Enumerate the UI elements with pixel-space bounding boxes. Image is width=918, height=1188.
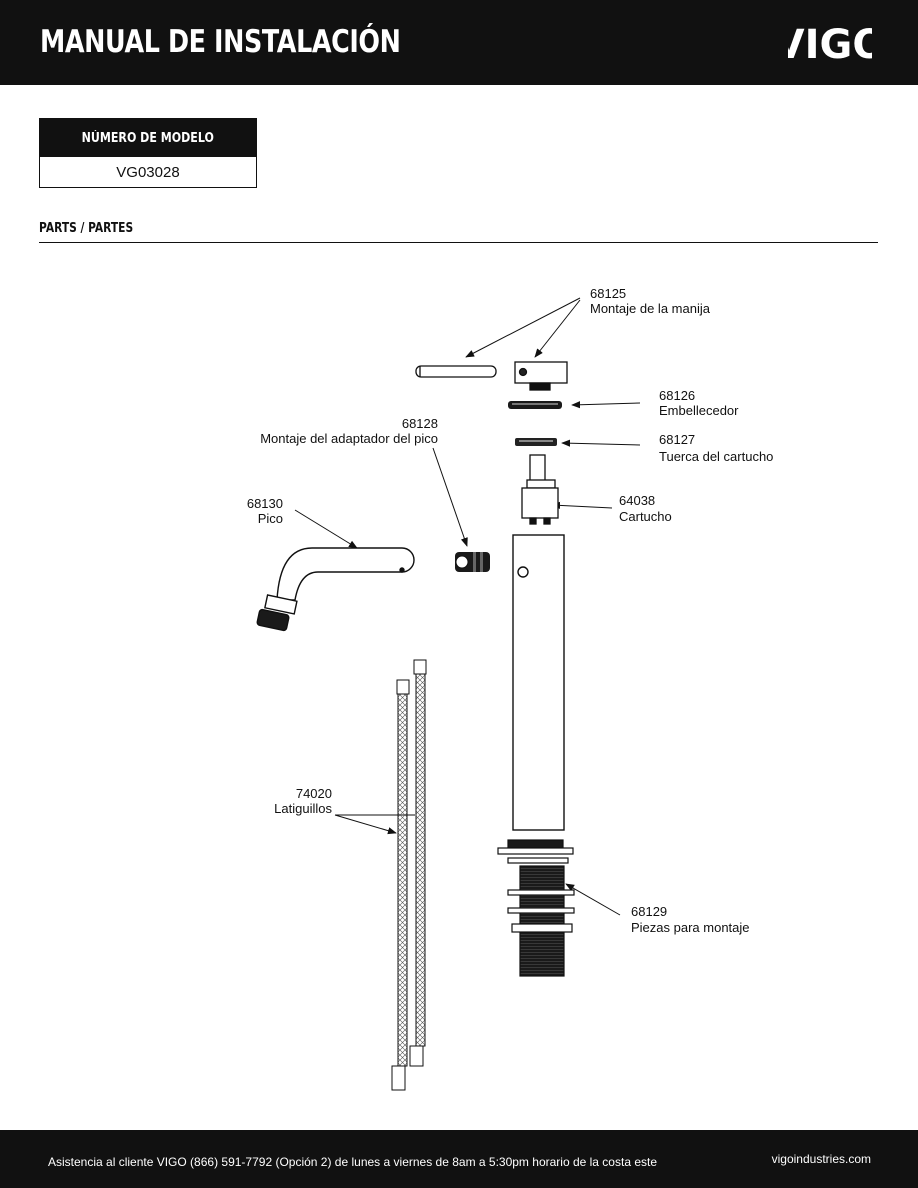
leader-lines (294, 297, 641, 916)
faucet-body-drawing (512, 534, 565, 831)
page-footer: Asistencia al cliente VIGO (866) 591-779… (0, 1130, 918, 1188)
part-name: Montaje de la manija (590, 301, 711, 316)
parts-diagram: 68125 Montaje de la manija 68126 Embelle… (247, 286, 773, 1091)
model-number-label: NÚMERO DE MODELO (40, 119, 256, 157)
part-name: Latiguillos (274, 801, 332, 816)
vigo-logo: VIGO (788, 22, 872, 68)
part-name: Montaje del adaptador del pico (260, 431, 438, 446)
model-number-value: VG03028 (116, 163, 180, 181)
hoses-drawing (391, 659, 427, 1091)
part-name: Pico (258, 511, 283, 526)
part-number: 64038 (619, 493, 655, 508)
cartridge-nut-drawing (515, 438, 557, 446)
part-name: Cartucho (619, 509, 672, 524)
spout-drawing (256, 547, 415, 632)
part-number: 74020 (296, 786, 332, 801)
part-number: 68129 (631, 904, 667, 919)
part-label-68129: 68129 Piezas para montaje (631, 904, 750, 935)
part-number: 68128 (402, 416, 438, 431)
part-label-68128: 68128 Montaje del adaptador del pico (260, 416, 438, 446)
trim-ring-drawing (508, 401, 562, 409)
page-header: MANUAL DE INSTALACIÓN VIGO (0, 0, 918, 85)
customer-support-text: Asistencia al cliente VIGO (866) 591-779… (48, 1155, 658, 1169)
website-link[interactable]: vigoindustries.com (771, 1152, 871, 1166)
page-title: MANUAL DE INSTALACIÓN (40, 24, 401, 60)
part-label-68130: 68130 Pico (247, 496, 283, 526)
part-label-68127: 68127 Tuerca del cartucho (659, 432, 773, 464)
section-divider (39, 242, 878, 243)
part-name: Tuerca del cartucho (659, 449, 773, 464)
cartridge-drawing (521, 454, 559, 525)
part-number: 68127 (659, 432, 695, 447)
parts-section-title: PARTS / PARTES (39, 221, 134, 236)
part-number: 68126 (659, 388, 695, 403)
part-number: 68130 (247, 496, 283, 511)
mounting-hardware-drawing (497, 839, 575, 977)
logo-text: VIGO (788, 22, 872, 68)
part-label-68125: 68125 Montaje de la manija (590, 286, 711, 316)
part-number: 68125 (590, 286, 626, 301)
part-label-64038: 64038 Cartucho (619, 493, 672, 524)
model-number-box: NÚMERO DE MODELO VG03028 (39, 118, 257, 188)
handle-assembly-drawing (415, 361, 568, 391)
part-label-74020: 74020 Latiguillos (274, 786, 332, 816)
part-name: Embellecedor (659, 403, 739, 418)
spout-adapter-drawing (455, 552, 490, 572)
part-label-68126: 68126 Embellecedor (659, 388, 739, 418)
part-name: Piezas para montaje (631, 920, 750, 935)
